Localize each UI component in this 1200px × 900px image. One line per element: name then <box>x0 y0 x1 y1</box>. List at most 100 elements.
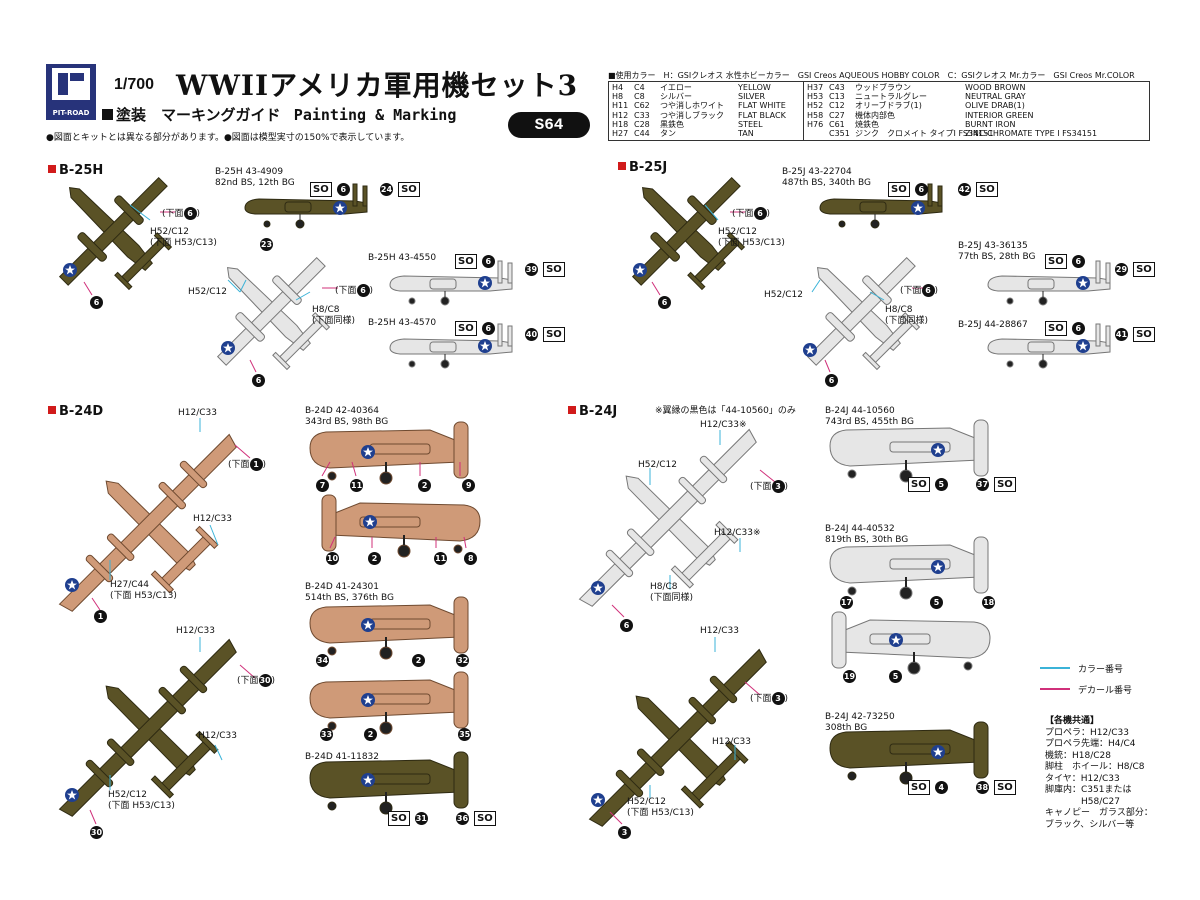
decal-number: 2 <box>412 654 426 667</box>
decal-leader-lines <box>83 211 928 825</box>
section-b25h-label: B-25H <box>59 163 104 178</box>
decal-number: 38 <box>976 781 989 794</box>
decal-number: 7 <box>316 479 329 492</box>
decal-number: 30 <box>258 674 272 687</box>
color-cell: INTERIOR GREEN <box>965 110 1034 120</box>
color-label: (下面同様) <box>312 316 356 326</box>
b24j-ac3-markers2: 38 SO <box>976 775 1016 795</box>
b25h-plan2-color2: H8/C8 (下面同様) <box>312 305 355 327</box>
decal-number: 10 <box>326 552 339 565</box>
b25h-plan2-color: H52/C12 <box>188 287 227 297</box>
color-cell: H8 <box>612 92 624 102</box>
color-cell: C13 <box>829 92 845 102</box>
subtitle-jp: 塗装 マーキングガイド <box>116 106 281 124</box>
cyan-line-icon <box>1040 667 1070 669</box>
color-cell: タン <box>660 128 676 138</box>
under-label: (下面 <box>750 482 772 492</box>
b25h-ac1-serial: B-25H 43-4909 <box>215 167 284 177</box>
b24j-plan2-c2: H12/C33 <box>712 737 751 747</box>
b24d-ac3-markers2: 36 SO <box>456 806 496 826</box>
decal-number: 24 <box>380 183 393 196</box>
decal-number: 23 <box>260 238 273 251</box>
b24j-ac1-unit: 743rd BS, 455th BG <box>825 417 915 427</box>
b25h-decal-6b: 6 <box>252 368 265 387</box>
so-badge: SO <box>474 811 496 826</box>
header-notes: ●図面とキットとは異なる部分があります。●図面は模型実寸の150%で表示していま… <box>46 133 410 143</box>
so-badge: SO <box>908 477 930 492</box>
color-label: H52/C12 <box>718 227 757 237</box>
b24j-ac3-serial: B-24J 42-73250 <box>825 712 895 722</box>
color-cell: 機体内部色 <box>855 110 895 120</box>
legend-decal-number: デカール番号 <box>1040 683 1132 696</box>
decal-number: 2 <box>418 479 432 492</box>
b25j-decal-6a: 6 <box>658 290 671 309</box>
pit-road-logo: PIT-ROAD <box>46 64 96 120</box>
common-row: 機銃：H18/C28 <box>1045 750 1111 761</box>
decal-number: 6 <box>825 374 838 387</box>
b24j-plan1-c2: H52/C12 <box>638 460 677 470</box>
color-label: H8/C8 <box>312 305 340 315</box>
color-cell: C61 <box>829 119 845 129</box>
decal-number: 36 <box>456 812 469 825</box>
b24j-plan1-c4: H8/C8 (下面同様) <box>650 582 693 604</box>
color-legend-title: ■使用カラー H：GSIクレオス 水性ホビーカラー GSI Creos AQUE… <box>608 71 1135 80</box>
b25j-ac1-serial: B-25J 43-22704 <box>782 167 852 177</box>
color-cell: OLIVE DRAB(1) <box>965 101 1025 111</box>
decal-number: 6 <box>658 296 671 309</box>
page-title: WWIIアメリカ軍用機セット3 <box>176 69 579 102</box>
red-square-icon <box>48 165 56 173</box>
decal-number: 1 <box>94 610 107 623</box>
under-label: (下面 <box>900 286 922 296</box>
color-cell: C8 <box>634 92 645 102</box>
color-cell: H12 <box>612 110 629 120</box>
color-cell: イエロー <box>660 83 692 92</box>
b24d-plan2-c3: H52/C12 (下面 H53/C13) <box>108 790 175 812</box>
b24j-ac1-markers: SO 5 <box>908 472 948 492</box>
color-cell: シルバー <box>660 92 692 102</box>
section-b25h: B-25H <box>48 163 103 178</box>
color-cell: つや消しブラック <box>660 110 724 120</box>
decal-number: 6 <box>1071 322 1085 335</box>
b25h-ac2: B-25H 43-4550 <box>368 253 437 263</box>
color-cell: FLAT BLACK <box>738 110 786 120</box>
color-cell: オリーブドラブ(1) <box>855 101 922 111</box>
color-cell: H4 <box>612 83 624 92</box>
magenta-line-icon <box>1040 688 1070 690</box>
b25j-ac1: B-25J 43-22704 487th BS, 340th BG <box>782 167 871 189</box>
b24j-ac2-unit: 819th BS, 30th BG <box>825 535 909 545</box>
legend-label: カラー番号 <box>1078 665 1124 675</box>
color-cell: C27 <box>829 110 845 120</box>
so-badge: SO <box>1133 262 1155 277</box>
decal-number: 3 <box>771 480 785 493</box>
color-label: (下面 H53/C13) <box>627 808 694 818</box>
b25j-decal-6b: 6 <box>825 368 838 387</box>
scale-label: 1/700 <box>114 76 155 93</box>
b25j-ac1-markers: SO 6 <box>888 177 928 197</box>
decal-number: 40 <box>525 328 538 341</box>
decal-number: 4 <box>934 781 948 794</box>
decal-number: 6 <box>481 255 495 268</box>
common-row: ブラック、シルバー等 <box>1045 819 1135 830</box>
common-row: キャノピー ガラス部分： <box>1045 808 1153 818</box>
color-cell: STEEL <box>738 119 763 129</box>
decal-number: 5 <box>889 670 903 683</box>
decal-number: 32 <box>456 654 470 667</box>
color-cell: H76 <box>807 119 824 129</box>
b24d-ac2: B-24D 41-24301 514th BS, 376th BG <box>305 582 394 604</box>
b24d-ac3: B-24D 41-11832 <box>305 752 379 762</box>
color-cell: H37 <box>807 83 824 92</box>
b24d-ac1-unit: 343rd BS, 98th BG <box>305 417 389 427</box>
so-badge: SO <box>888 182 910 197</box>
color-label: (下面 H53/C13) <box>718 238 785 248</box>
b24d-ac2b-decals: 33 2 35 <box>320 722 472 741</box>
logo-text: PIT-ROAD <box>52 109 90 117</box>
decal-number: 6 <box>183 207 197 220</box>
color-label: H52/C12 <box>150 227 189 237</box>
decal-number: 19 <box>843 670 856 683</box>
color-cell: C12 <box>829 101 845 111</box>
color-cell: ジンク クロメイト タイプI FS34151 <box>855 128 994 138</box>
